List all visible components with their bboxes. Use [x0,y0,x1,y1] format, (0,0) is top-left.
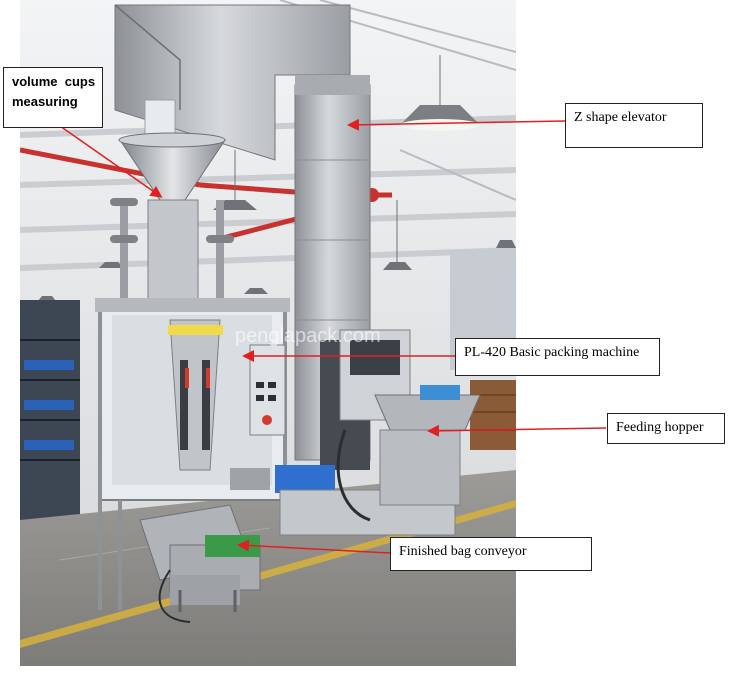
arrow-volume-cups [59,125,163,198]
label-feeding-hopper: Feeding hopper [607,413,725,444]
label-volume-cups-line1: volume cups [12,74,96,89]
watermark-text: penglapack.com [235,325,381,347]
arrow-z-elevator [347,118,566,131]
arrow-bag-conveyor [237,539,391,554]
label-volume-cups: volume cups measuring [3,67,103,128]
arrow-feeding-hopper [427,424,607,437]
label-volume-cups-line2: measuring [12,94,78,109]
label-bag-conveyor: Finished bag conveyor [390,537,592,571]
label-packing-machine: PL-420 Basic packing machine [455,338,660,376]
label-z-elevator: Z shape elevator [565,103,703,148]
machine-photo: penglapack.com [20,0,516,666]
